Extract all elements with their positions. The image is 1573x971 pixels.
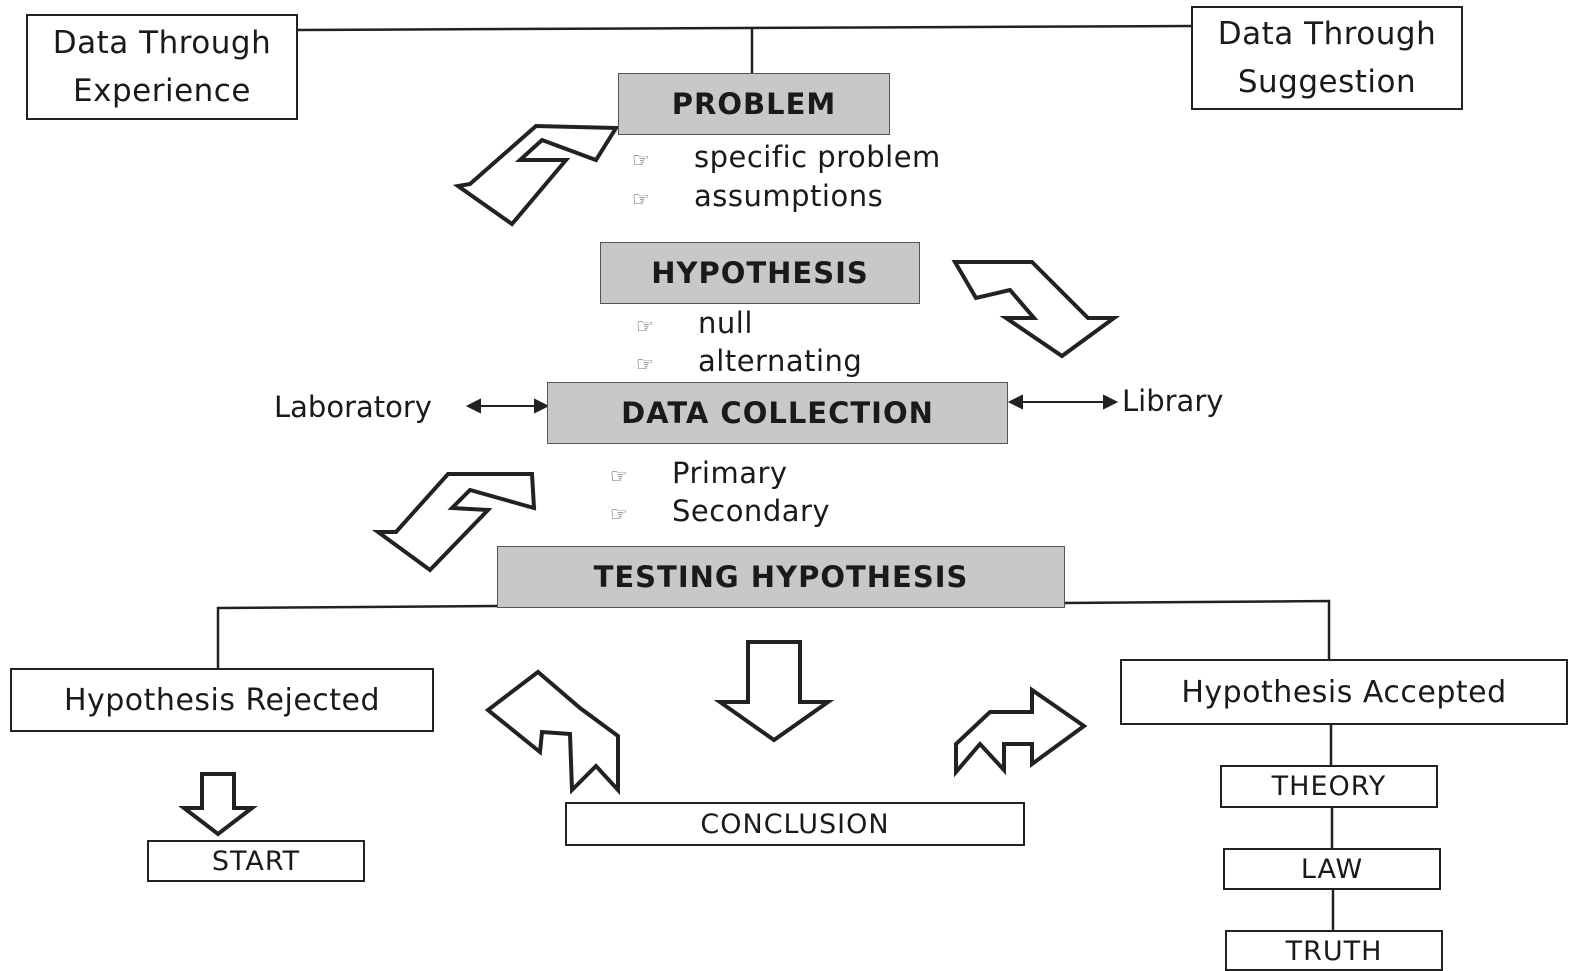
- theory-label: THEORY: [1271, 771, 1387, 802]
- truth-box: TRUTH: [1225, 930, 1443, 971]
- data-through-experience-line1: Data Through: [52, 25, 272, 61]
- data-collection-bullet-2: ☞ Secondary: [610, 494, 830, 528]
- truth-label: TRUTH: [1285, 936, 1383, 967]
- hypothesis-label: HYPOTHESIS: [651, 256, 869, 290]
- testing-to-accepted-line: [1064, 599, 1331, 659]
- hypothesis-accepted-box: Hypothesis Accepted: [1120, 659, 1568, 725]
- pointing-hand-icon: ☞: [636, 314, 655, 338]
- law-label: LAW: [1300, 853, 1364, 885]
- laboratory-label: Laboratory: [274, 390, 432, 424]
- data-collection-bullet-2-text: Secondary: [672, 494, 831, 528]
- data-through-suggestion-line1: Data Through: [1217, 16, 1437, 52]
- down-arrow-start-icon: [178, 772, 258, 837]
- hypothesis-rejected-box: Hypothesis Rejected: [10, 668, 434, 732]
- data-collection-bullet-1: ☞ Primary: [610, 456, 788, 490]
- problem-bullet-2-text: assumptions: [694, 179, 884, 213]
- testing-hypothesis-box: TESTING HYPOTHESIS: [497, 546, 1065, 608]
- problem-bullet-2: ☞ assumptions: [632, 179, 883, 213]
- problem-bullet-1-text: specific problem: [694, 140, 941, 174]
- hypothesis-accepted-label: Hypothesis Accepted: [1181, 674, 1507, 710]
- top-connector-line: [296, 24, 1192, 32]
- laboratory-arrowhead-left: [465, 398, 481, 414]
- conclusion-box: CONCLUSION: [565, 802, 1025, 846]
- conclusion-label: CONCLUSION: [700, 808, 890, 840]
- testing-to-rejected-line: [216, 604, 498, 668]
- start-box: START: [147, 840, 365, 882]
- library-arrowhead-left: [1007, 394, 1023, 410]
- pointing-hand-icon: ☞: [636, 352, 655, 376]
- data-through-suggestion-box: Data Through Suggestion: [1191, 6, 1463, 110]
- library-arrowhead-right: [1103, 394, 1119, 410]
- down-arrow-conclusion-icon: [713, 640, 835, 743]
- law-box: LAW: [1223, 848, 1441, 890]
- library-label: Library: [1122, 384, 1224, 418]
- hypothesis-rejected-label: Hypothesis Rejected: [63, 682, 381, 718]
- pointing-hand-icon: ☞: [632, 187, 651, 211]
- hypothesis-bullet-2-text: alternating: [698, 344, 863, 378]
- hypothesis-bullet-2: ☞ alternating: [636, 344, 862, 378]
- curved-arrow-rejected-icon: [484, 669, 620, 796]
- hypothesis-box: HYPOTHESIS: [600, 242, 920, 304]
- data-through-experience-box: Data Through Experience: [26, 14, 298, 120]
- data-collection-label: DATA COLLECTION: [621, 396, 934, 430]
- curved-arrow-problem-icon: [452, 123, 620, 227]
- problem-box: PROBLEM: [618, 73, 890, 135]
- pointing-hand-icon: ☞: [610, 464, 629, 488]
- start-label: START: [211, 845, 301, 877]
- data-collection-box: DATA COLLECTION: [547, 382, 1008, 444]
- problem-label: PROBLEM: [671, 87, 837, 121]
- curved-arrow-accepted-icon: [954, 686, 1088, 778]
- data-collection-bullet-1-text: Primary: [672, 456, 788, 490]
- pointing-hand-icon: ☞: [632, 148, 651, 172]
- curved-arrow-hypothesis-icon: [951, 260, 1121, 359]
- curved-arrow-data-collection-icon: [371, 472, 537, 573]
- testing-hypothesis-label: TESTING HYPOTHESIS: [593, 560, 969, 594]
- problem-bullet-1: ☞ specific problem: [632, 140, 941, 174]
- hypothesis-bullet-1: ☞ null: [636, 306, 753, 340]
- hypothesis-bullet-1-text: null: [698, 306, 753, 340]
- theory-box: THEORY: [1220, 765, 1438, 808]
- data-through-suggestion-line2: Suggestion: [1237, 64, 1417, 100]
- laboratory-arrowhead-right: [534, 398, 550, 414]
- data-through-experience-line2: Experience: [73, 73, 251, 109]
- pointing-hand-icon: ☞: [610, 502, 629, 526]
